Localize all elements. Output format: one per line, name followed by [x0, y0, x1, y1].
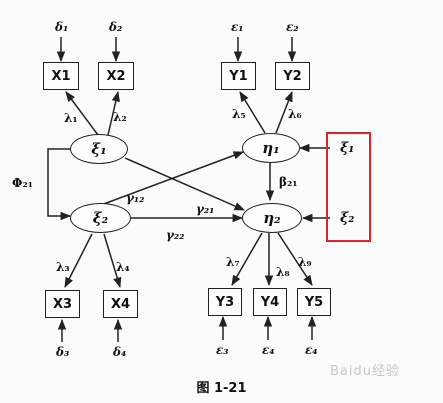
label-gamma12: γ₁₂ — [126, 191, 145, 205]
arrow-eta2-y5 — [277, 232, 313, 286]
xi1-ellipse: ξ₁ — [70, 134, 128, 164]
arrow-eta1-y2 — [275, 91, 293, 134]
x1-box: X1 — [43, 62, 79, 90]
arrow-eta2-y3 — [231, 232, 263, 286]
error-e2: ε₂ — [286, 20, 299, 34]
path-phi21 — [47, 144, 80, 221]
figure-caption: 图 1-21 — [196, 381, 247, 396]
y3-box: Y3 — [208, 288, 242, 316]
error-e4: ε₄ — [262, 343, 275, 357]
error-d2: δ₂ — [109, 20, 123, 34]
label-gamma21: γ₂₁ — [196, 202, 215, 216]
disturbance-z1: ξ₁ — [340, 140, 355, 156]
loading-l2: λ₂ — [113, 110, 127, 124]
path-gamma21 — [124, 157, 245, 211]
loading-l6: λ₆ — [288, 107, 302, 121]
error-d3: δ₃ — [56, 345, 70, 359]
arrow-xi1-x1 — [65, 91, 99, 136]
x2-box: X2 — [98, 62, 134, 90]
loading-l1: λ₁ — [64, 111, 78, 125]
loading-l3: λ₃ — [56, 260, 70, 274]
disturbance-z2: ξ₂ — [340, 210, 355, 226]
y1-box: Y1 — [221, 62, 256, 90]
error-e3: ε₃ — [216, 343, 229, 357]
loading-l7: λ₇ — [226, 255, 240, 269]
loading-l8: λ₈ — [276, 265, 290, 279]
x3-box: X3 — [45, 290, 80, 318]
arrow-xi1-x2 — [107, 90, 120, 136]
highlight-box — [326, 132, 371, 242]
label-phi21: Φ₂₁ — [12, 176, 33, 190]
y2-box: Y2 — [275, 62, 310, 90]
error-e1: ε₁ — [231, 20, 244, 34]
eta2-ellipse: η₂ — [242, 203, 302, 233]
xi2-ellipse: ξ₂ — [70, 203, 131, 233]
loading-l9: λ₉ — [298, 255, 312, 269]
watermark: Baidu经验 — [330, 364, 400, 379]
eta1-ellipse: η₁ — [242, 133, 300, 163]
error-d1: δ₁ — [55, 20, 69, 34]
label-beta21: β₂₁ — [279, 175, 298, 189]
y5-box: Y5 — [297, 288, 331, 316]
error-e4b: ε₄ — [305, 343, 318, 357]
y4-box: Y4 — [253, 288, 287, 316]
x4-box: X4 — [103, 290, 138, 318]
arrow-xi2-x3 — [64, 233, 93, 288]
label-gamma22: γ₂₂ — [166, 228, 185, 242]
loading-l4: λ₄ — [116, 260, 130, 274]
loading-l5: λ₅ — [232, 107, 246, 121]
arrow-xi2-x4 — [103, 233, 122, 289]
error-d4: δ₄ — [113, 345, 127, 359]
arrow-eta1-y1 — [239, 91, 266, 134]
